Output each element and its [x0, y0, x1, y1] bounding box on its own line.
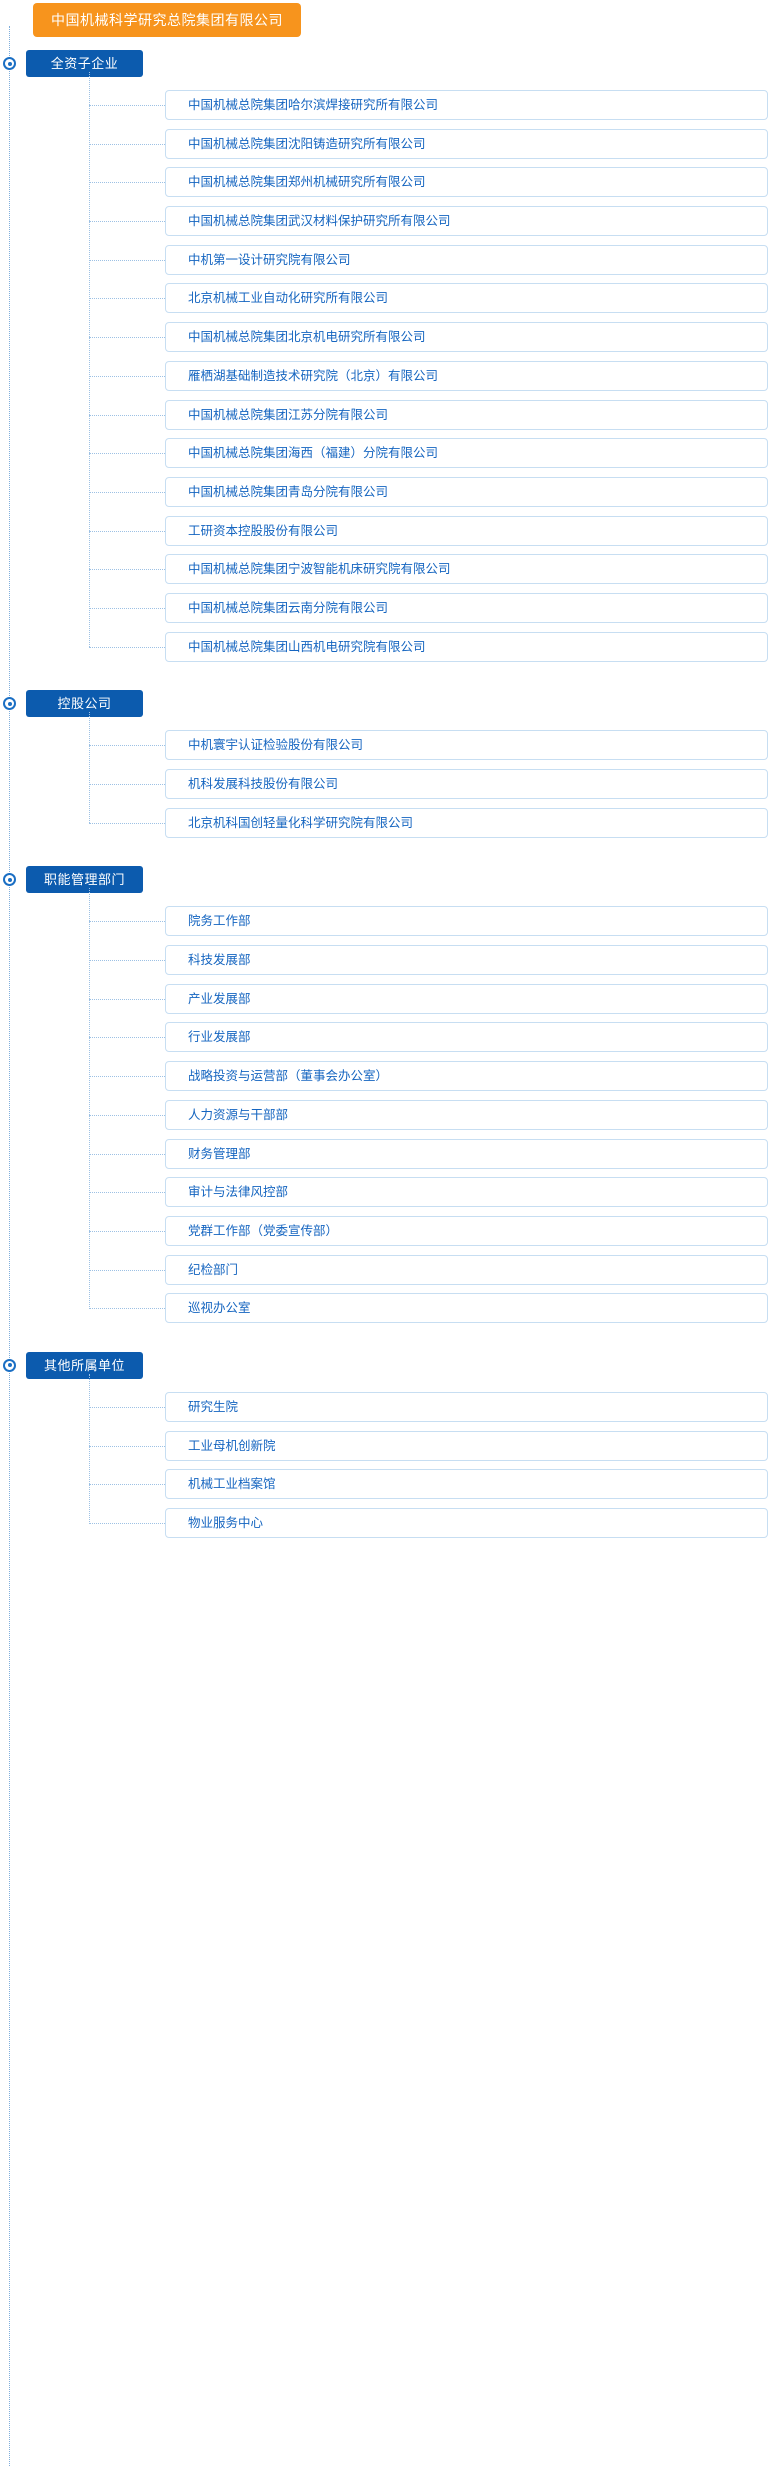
org-item-row: 中国机械总院集团沈阳铸造研究所有限公司	[0, 125, 779, 164]
org-item-row: 雁栖湖基础制造技术研究院（北京）有限公司	[0, 357, 779, 396]
org-item-row: 中国机械总院集团宁波智能机床研究院有限公司	[0, 550, 779, 589]
group-label[interactable]: 其他所属单位	[26, 1351, 143, 1379]
org-item-label[interactable]: 产业发展部	[165, 983, 768, 1014]
org-item-row: 机械工业档案馆	[0, 1465, 779, 1504]
org-group: 全资子企业中国机械总院集团哈尔滨焊接研究所有限公司中国机械总院集团沈阳铸造研究所…	[0, 40, 779, 680]
group-children: 研究生院工业母机创新院机械工业档案馆物业服务中心	[0, 1373, 779, 1543]
org-item-row: 中国机械总院集团云南分院有限公司	[0, 589, 779, 628]
org-item-label[interactable]: 中机第一设计研究院有限公司	[165, 244, 768, 275]
group-label[interactable]: 全资子企业	[26, 50, 143, 77]
org-item-row: 工研资本控股股份有限公司	[0, 512, 779, 551]
org-item-label[interactable]: 雁栖湖基础制造技术研究院（北京）有限公司	[165, 360, 768, 391]
org-item-label[interactable]: 工业母机创新院	[165, 1430, 768, 1461]
org-item-label[interactable]: 中国机械总院集团江苏分院有限公司	[165, 399, 768, 430]
org-item-row: 纪检部门	[0, 1251, 779, 1290]
node-dot-icon	[3, 873, 16, 887]
org-item-row: 审计与法律风控部	[0, 1173, 779, 1212]
org-item-label[interactable]: 科技发展部	[165, 945, 768, 976]
org-item-row: 院务工作部	[0, 902, 779, 941]
org-item-label[interactable]: 机科发展科技股份有限公司	[165, 769, 768, 799]
org-item-row: 中机第一设计研究院有限公司	[0, 241, 779, 280]
org-item-label[interactable]: 中国机械总院集团哈尔滨焊接研究所有限公司	[165, 90, 768, 120]
org-item-row: 中国机械总院集团青岛分院有限公司	[0, 473, 779, 512]
org-item-row: 人力资源与干部部	[0, 1096, 779, 1135]
root-title[interactable]: 中国机械科学研究总院集团有限公司	[33, 3, 301, 37]
group-children: 中国机械总院集团哈尔滨焊接研究所有限公司中国机械总院集团沈阳铸造研究所有限公司中…	[0, 71, 779, 667]
org-item-row: 党群工作部（党委宣传部）	[0, 1212, 779, 1251]
group-children: 中机寰宇认证检验股份有限公司机科发展科技股份有限公司北京机科国创轻量化科学研究院…	[0, 712, 779, 843]
org-item-row: 机科发展科技股份有限公司	[0, 765, 779, 804]
org-item-row: 产业发展部	[0, 980, 779, 1019]
node-dot-icon	[3, 1358, 16, 1372]
org-item-label[interactable]: 审计与法律风控部	[165, 1177, 768, 1208]
group-header: 职能管理部门	[0, 856, 779, 902]
group-children: 院务工作部科技发展部产业发展部行业发展部战略投资与运营部（董事会办公室） 人力资源…	[0, 888, 779, 1328]
org-item-row: 中国机械总院集团北京机电研究所有限公司	[0, 318, 779, 357]
root-node: 中国机械科学研究总院集团有限公司	[0, 0, 779, 40]
group-spacer	[0, 1543, 779, 1557]
org-item-label[interactable]: 巡视办公室	[165, 1293, 768, 1324]
org-group: 职能管理部门院务工作部科技发展部产业发展部行业发展部战略投资与运营部（董事会办公…	[0, 856, 779, 1342]
org-item-label[interactable]: 纪检部门	[165, 1254, 768, 1285]
org-item-row: 工业母机创新院	[0, 1427, 779, 1466]
org-item-label[interactable]: 战略投资与运营部（董事会办公室）	[165, 1061, 768, 1092]
org-item-label[interactable]: 中国机械总院集团北京机电研究所有限公司	[165, 322, 768, 353]
org-item-label[interactable]: 中国机械总院集团青岛分院有限公司	[165, 476, 768, 507]
org-item-row: 中国机械总院集团海西（福建）分院有限公司	[0, 434, 779, 473]
org-item-row: 中国机械总院集团郑州机械研究所有限公司	[0, 163, 779, 202]
group-header: 全资子企业	[0, 40, 779, 86]
org-item-label[interactable]: 北京机科国创轻量化科学研究院有限公司	[165, 807, 768, 838]
org-item-label[interactable]: 研究生院	[165, 1391, 768, 1422]
group-label[interactable]: 控股公司	[26, 690, 143, 718]
tree-spine	[9, 26, 10, 2466]
org-item-label[interactable]: 中国机械总院集团宁波智能机床研究院有限公司	[165, 554, 768, 585]
org-item-row: 研究生院	[0, 1388, 779, 1427]
org-item-row: 物业服务中心	[0, 1504, 779, 1543]
org-item-label[interactable]: 党群工作部（党委宣传部）	[165, 1215, 768, 1246]
org-group: 控股公司中机寰宇认证检验股份有限公司机科发展科技股份有限公司北京机科国创轻量化科…	[0, 680, 779, 856]
bottom-spacer	[0, 1557, 779, 1581]
org-item-label[interactable]: 中国机械总院集团武汉材料保护研究所有限公司	[165, 206, 768, 237]
org-item-label[interactable]: 中国机械总院集团云南分院有限公司	[165, 592, 768, 623]
group-spacer	[0, 666, 779, 680]
group-spacer	[0, 842, 779, 856]
org-item-label[interactable]: 物业服务中心	[165, 1508, 768, 1538]
org-item-label[interactable]: 中国机械总院集团郑州机械研究所有限公司	[165, 167, 768, 198]
org-item-label[interactable]: 北京机械工业自动化研究所有限公司	[165, 283, 768, 314]
org-item-row: 中国机械总院集团江苏分院有限公司	[0, 396, 779, 435]
org-item-row: 中国机械总院集团哈尔滨焊接研究所有限公司	[0, 86, 779, 125]
org-item-row: 北京机科国创轻量化科学研究院有限公司	[0, 804, 779, 843]
org-item-label[interactable]: 院务工作部	[165, 906, 768, 937]
org-item-row: 财务管理部	[0, 1135, 779, 1174]
org-item-row: 中国机械总院集团山西机电研究院有限公司	[0, 628, 779, 667]
node-dot-icon	[3, 697, 16, 711]
org-item-label[interactable]: 行业发展部	[165, 1022, 768, 1053]
group-spacer	[0, 1328, 779, 1342]
org-item-row: 中国机械总院集团武汉材料保护研究所有限公司	[0, 202, 779, 241]
org-item-label[interactable]: 中国机械总院集团沈阳铸造研究所有限公司	[165, 128, 768, 159]
group-header: 其他所属单位	[0, 1342, 779, 1388]
org-item-row: 巡视办公室	[0, 1289, 779, 1328]
group-header: 控股公司	[0, 680, 779, 726]
group-label[interactable]: 职能管理部门	[26, 866, 143, 894]
org-item-row: 行业发展部	[0, 1018, 779, 1057]
org-item-row: 北京机械工业自动化研究所有限公司	[0, 279, 779, 318]
node-dot-icon	[3, 57, 16, 70]
org-item-label[interactable]: 中国机械总院集团海西（福建）分院有限公司	[165, 438, 768, 469]
org-item-label[interactable]: 财务管理部	[165, 1138, 768, 1169]
org-item-label[interactable]: 中国机械总院集团山西机电研究院有限公司	[165, 631, 768, 662]
org-item-label[interactable]: 人力资源与干部部	[165, 1099, 768, 1130]
org-tree: 全资子企业中国机械总院集团哈尔滨焊接研究所有限公司中国机械总院集团沈阳铸造研究所…	[0, 40, 779, 1557]
org-group: 其他所属单位研究生院工业母机创新院机械工业档案馆物业服务中心	[0, 1342, 779, 1557]
org-item-row: 战略投资与运营部（董事会办公室）	[0, 1057, 779, 1096]
org-item-label[interactable]: 中机寰宇认证检验股份有限公司	[165, 730, 768, 761]
org-item-row: 科技发展部	[0, 941, 779, 980]
org-item-label[interactable]: 机械工业档案馆	[165, 1469, 768, 1500]
org-item-row: 中机寰宇认证检验股份有限公司	[0, 726, 779, 765]
org-item-label[interactable]: 工研资本控股股份有限公司	[165, 515, 768, 546]
